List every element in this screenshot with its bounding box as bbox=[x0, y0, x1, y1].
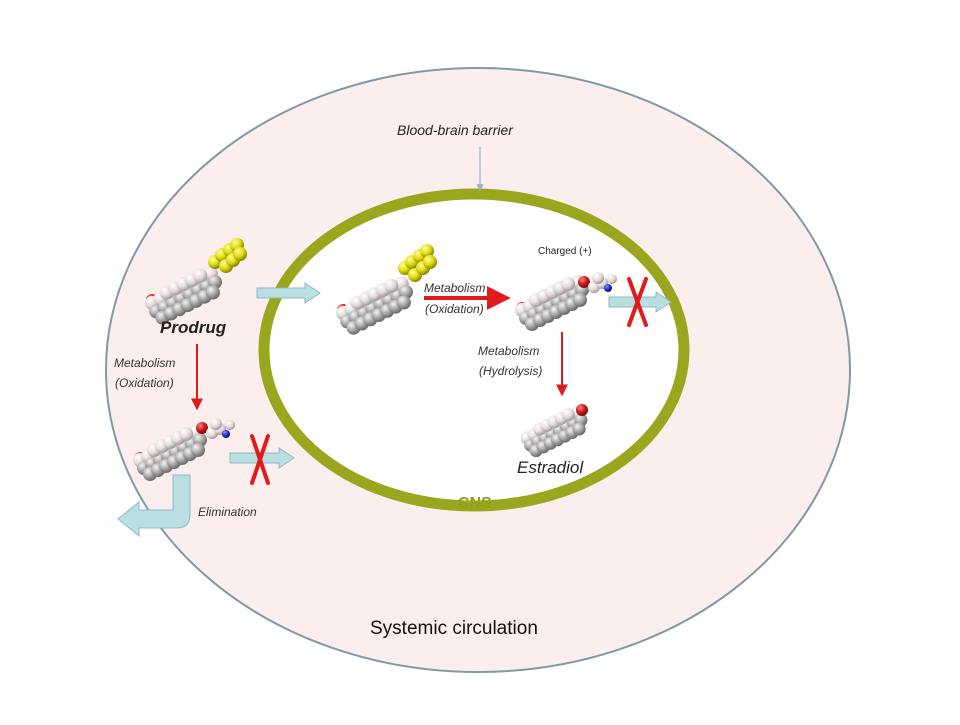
atom bbox=[572, 422, 586, 436]
elimination-label: Elimination bbox=[198, 505, 257, 519]
atom bbox=[384, 278, 399, 293]
atom bbox=[205, 285, 220, 300]
atom bbox=[573, 293, 587, 307]
flow-arrow-into-cns bbox=[256, 282, 321, 304]
cns-region bbox=[258, 188, 690, 512]
cns-metabolism-ox-label: Metabolism bbox=[424, 281, 486, 295]
cns-metabolism-hyd-label: Metabolism bbox=[478, 344, 540, 358]
atom bbox=[208, 275, 222, 289]
estradiol-label: Estradiol bbox=[517, 458, 584, 477]
left-oxidation-label: (Oxidation) bbox=[115, 376, 174, 390]
atom bbox=[604, 284, 612, 292]
cns-hydrolysis-label: (Hydrolysis) bbox=[479, 364, 543, 378]
atom bbox=[193, 268, 208, 283]
atom bbox=[222, 430, 230, 438]
atom bbox=[399, 285, 413, 299]
blocked-x-right bbox=[627, 277, 648, 327]
systemic-circulation-label: Systemic circulation bbox=[370, 618, 538, 639]
atom bbox=[578, 276, 590, 288]
atom bbox=[576, 404, 588, 416]
prodrug-molecule-cns bbox=[336, 244, 437, 335]
barrier-label: Blood-brain barrier bbox=[397, 122, 513, 138]
flow-arrow-blocked-right bbox=[608, 291, 672, 313]
atom bbox=[607, 274, 617, 284]
atom bbox=[561, 408, 575, 422]
atom bbox=[191, 443, 205, 457]
atom bbox=[233, 247, 247, 261]
atom bbox=[420, 244, 434, 258]
atom bbox=[179, 427, 193, 441]
atom bbox=[423, 255, 437, 269]
prodrug-label: Prodrug bbox=[160, 318, 227, 337]
cns-oxidation-label: (Oxidation) bbox=[425, 302, 484, 316]
charged-molecule-systemic bbox=[133, 418, 235, 481]
atom bbox=[592, 272, 604, 284]
charged-molecule-cns bbox=[515, 272, 617, 331]
cns-label: CNS bbox=[458, 495, 492, 512]
blocked-x-left bbox=[250, 434, 270, 485]
elimination-arrow bbox=[117, 474, 191, 538]
atom bbox=[561, 277, 575, 291]
atom bbox=[196, 422, 208, 434]
atom bbox=[225, 420, 235, 430]
atom bbox=[210, 418, 222, 430]
prodrug-molecule-systemic bbox=[145, 238, 247, 325]
atom bbox=[396, 295, 411, 310]
left-metabolism-label: Metabolism bbox=[114, 356, 176, 370]
charged-label: Charged (+) bbox=[538, 246, 592, 257]
estradiol-molecule bbox=[520, 404, 588, 458]
